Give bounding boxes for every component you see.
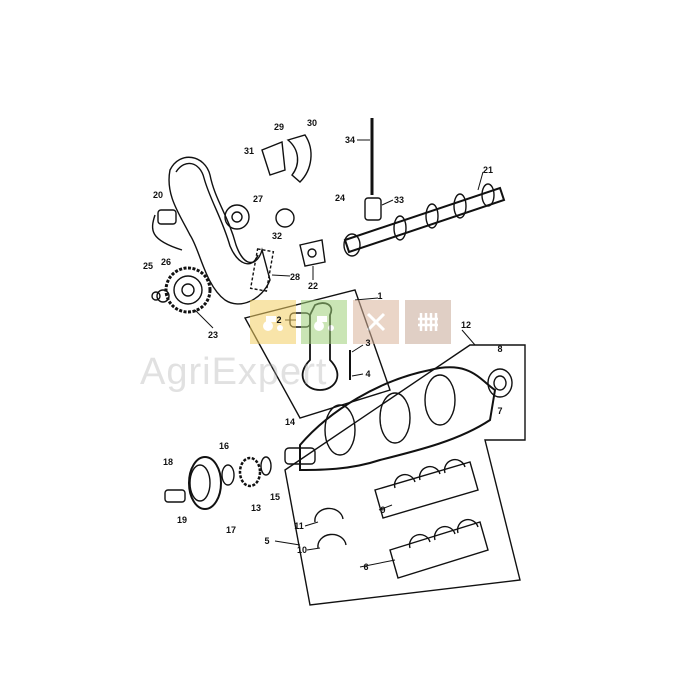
callout-32: 32: [271, 231, 283, 241]
callout-3: 3: [365, 338, 371, 348]
callout-20: 20: [152, 190, 164, 200]
callout-12: 12: [460, 320, 472, 330]
callout-26: 26: [160, 257, 172, 267]
thrust-washer-upper: [314, 507, 344, 523]
watermark-tile-1: [250, 300, 296, 344]
tractor-icon: [314, 316, 334, 331]
bracket: [261, 141, 286, 176]
chain: [249, 248, 275, 292]
callout-33: 33: [393, 195, 405, 205]
callout-2: 2: [276, 315, 282, 325]
callout-23: 23: [207, 330, 219, 340]
washer: [156, 289, 170, 303]
callout-15: 15: [269, 492, 281, 502]
callout-6: 6: [363, 562, 369, 572]
fence-icon: [418, 313, 438, 331]
chain-guide: [286, 134, 312, 183]
callout-24: 24: [334, 193, 346, 203]
camshaft: [343, 186, 506, 254]
crank-nose: [284, 447, 316, 465]
watermark-tile-2: [301, 300, 347, 344]
main-bearings-lower: [389, 518, 489, 579]
timing-belt-inner: [175, 162, 259, 265]
callout-10: 10: [296, 545, 308, 555]
callout-17: 17: [225, 525, 237, 535]
callout-1: 1: [377, 291, 383, 301]
camshaft-sprocket: [224, 204, 250, 230]
callout-22: 22: [307, 281, 319, 291]
watermark-text: AgriExpert: [140, 351, 328, 393]
tractor-icon: [263, 316, 283, 331]
callout-21: 21: [482, 165, 494, 175]
callout-27: 27: [252, 194, 264, 204]
crankshaft-box: [284, 344, 526, 606]
callout-19: 19: [176, 515, 188, 525]
main-bearings-upper: [374, 458, 479, 519]
watermark-tile-4: [405, 300, 451, 344]
crank-pulley: [164, 456, 222, 510]
callout-30: 30: [306, 118, 318, 128]
gasket: [299, 239, 326, 267]
crank-timing-gear: [164, 266, 212, 314]
oil-seal: [260, 456, 272, 476]
spacer: [221, 464, 235, 486]
callout-28: 28: [289, 272, 301, 282]
callout-14: 14: [284, 417, 296, 427]
rear-seal: [487, 368, 513, 398]
callout-7: 7: [497, 406, 503, 416]
watermark-tile-3: [353, 300, 399, 344]
callout-8: 8: [497, 344, 503, 354]
tappet: [364, 197, 382, 221]
nut: [151, 291, 161, 301]
tensioner: [157, 209, 177, 225]
timing-belt: [168, 156, 271, 305]
tools-icon: [366, 312, 386, 332]
callout-5: 5: [264, 536, 270, 546]
callout-9: 9: [380, 505, 386, 515]
thrust-washer-lower: [317, 533, 347, 549]
callout-4: 4: [365, 369, 371, 379]
callout-29: 29: [273, 122, 285, 132]
crank-gear: [238, 456, 262, 488]
callout-18: 18: [162, 457, 174, 467]
callout-16: 16: [218, 441, 230, 451]
callout-25: 25: [142, 261, 154, 271]
conrod-box: [243, 289, 391, 419]
callout-34: 34: [344, 135, 356, 145]
crankshaft: [299, 366, 497, 472]
callout-13: 13: [250, 503, 262, 513]
callout-11: 11: [294, 521, 304, 531]
callout-31: 31: [243, 146, 255, 156]
